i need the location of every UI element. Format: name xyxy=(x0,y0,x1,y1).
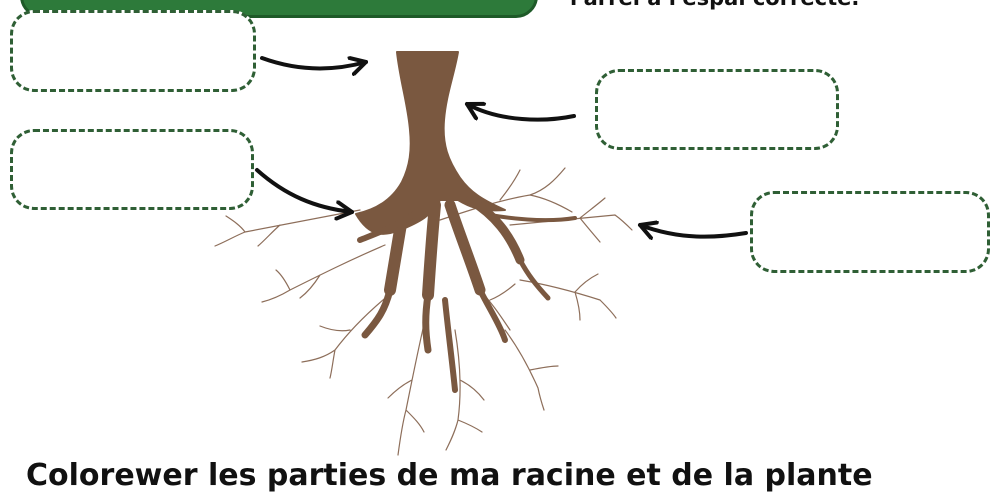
arrow-4 xyxy=(640,225,746,237)
footer-instruction: Colorewer les parties de ma racine et de… xyxy=(26,458,873,493)
arrow-2 xyxy=(257,170,352,212)
arrow-1 xyxy=(262,58,366,68)
label-box-3[interactable] xyxy=(595,69,839,150)
label-box-4[interactable] xyxy=(750,191,990,273)
arrow-3 xyxy=(467,104,574,120)
label-box-1[interactable] xyxy=(10,10,256,92)
label-box-2[interactable] xyxy=(10,129,254,210)
